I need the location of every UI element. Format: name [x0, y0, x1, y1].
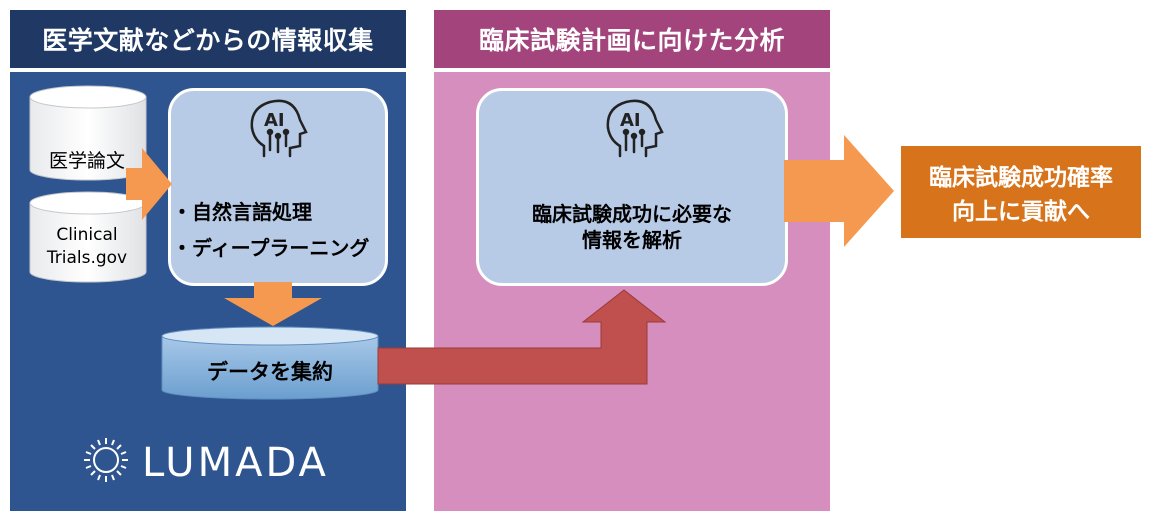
method-deep-learning: ・ディープラーニング — [172, 236, 370, 260]
analysis-header: 臨床試験計画に向けた分析 — [434, 10, 830, 68]
ai-head-icon-analysis: AI — [606, 99, 664, 158]
medical-paper-label: 医学論文 — [48, 150, 125, 172]
lumada-logo-text: LUMADA — [142, 440, 329, 486]
lumada-logo-icon — [84, 438, 128, 482]
ai-analysis-box — [476, 88, 788, 286]
orange-arrow-down-icon — [224, 282, 322, 326]
ai-head-icon: AI — [250, 99, 308, 158]
clinical-trials-label-line2: Trials.gov — [46, 248, 128, 268]
result-box: 臨床試験成功確率 向上に貢献へ — [901, 146, 1141, 238]
orange-arrow-result-icon — [784, 135, 894, 247]
result-line2: 向上に貢献へ — [952, 199, 1090, 225]
svg-text:AI: AI — [620, 110, 641, 131]
analysis-text-line2: 情報を解析 — [582, 228, 682, 252]
result-line1: 臨床試験成功確率 — [929, 165, 1113, 191]
medical-paper-database-icon — [29, 85, 147, 181]
data-aggregation-label: データを集約 — [207, 360, 333, 384]
analysis-text-line1: 臨床試験成功に必要な — [532, 202, 732, 226]
svg-text:AI: AI — [264, 110, 285, 131]
orange-arrow-right-icon — [126, 148, 172, 220]
clinical-trials-label-line1: Clinical — [56, 225, 118, 245]
collection-header: 医学文献などからの情報収集 — [10, 10, 406, 68]
data-aggregation-database-icon — [161, 326, 379, 400]
red-arrow-up-icon — [377, 289, 667, 385]
method-nlp: ・自然言語処理 — [172, 200, 312, 224]
clinical-trials-database-icon — [29, 191, 147, 283]
